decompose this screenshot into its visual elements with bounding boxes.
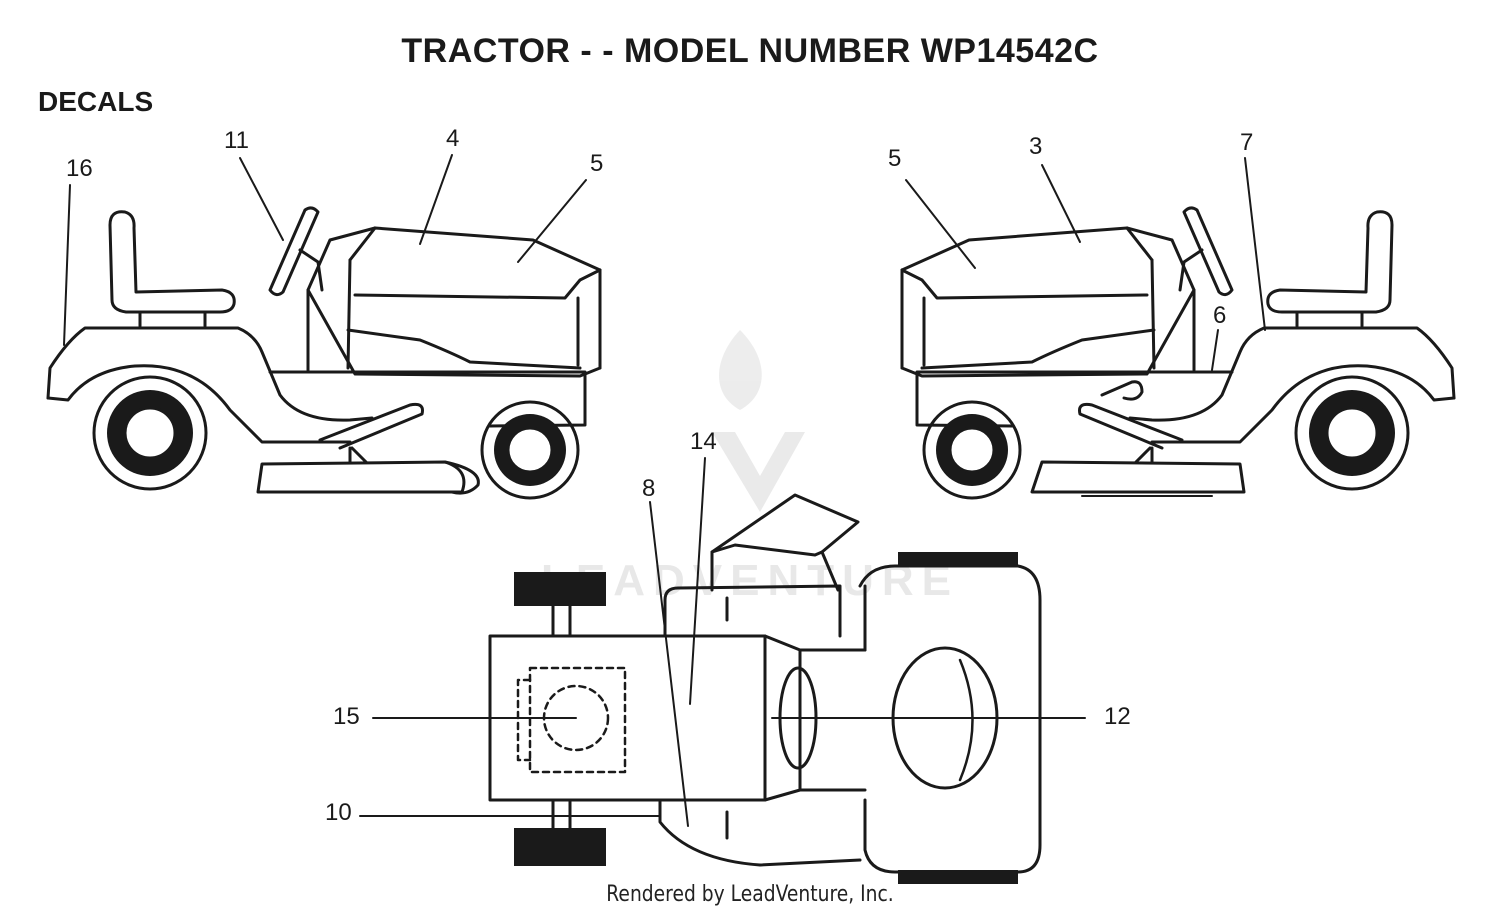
leadventure-watermark: LEADVENTURE <box>541 330 959 605</box>
tractor-right-view <box>900 206 1456 500</box>
callout-3: 3 <box>1029 133 1043 160</box>
callout-8: 8 <box>642 475 656 502</box>
callout-7: 7 <box>1240 129 1254 156</box>
tractor-top-view <box>488 493 1042 884</box>
tractor-left-view <box>46 206 602 500</box>
callout-12: 12 <box>1104 703 1131 730</box>
callout-10: 10 <box>325 799 352 826</box>
callout-14: 14 <box>690 428 717 455</box>
callout-11: 11 <box>224 127 249 154</box>
callout-5-left: 5 <box>590 150 604 177</box>
callout-15: 15 <box>333 703 360 730</box>
callout-6: 6 <box>1213 302 1227 329</box>
footer-credit: Rendered by LeadVenture, Inc. <box>606 882 894 907</box>
section-label: DECALS <box>38 86 154 117</box>
callout-4: 4 <box>446 125 460 152</box>
page-title: TRACTOR - - MODEL NUMBER WP14542C <box>401 32 1099 70</box>
callout-5-right: 5 <box>888 145 902 172</box>
watermark-text: LEADVENTURE <box>541 556 959 605</box>
leader-lines <box>63 154 1266 827</box>
callout-16: 16 <box>66 155 93 182</box>
